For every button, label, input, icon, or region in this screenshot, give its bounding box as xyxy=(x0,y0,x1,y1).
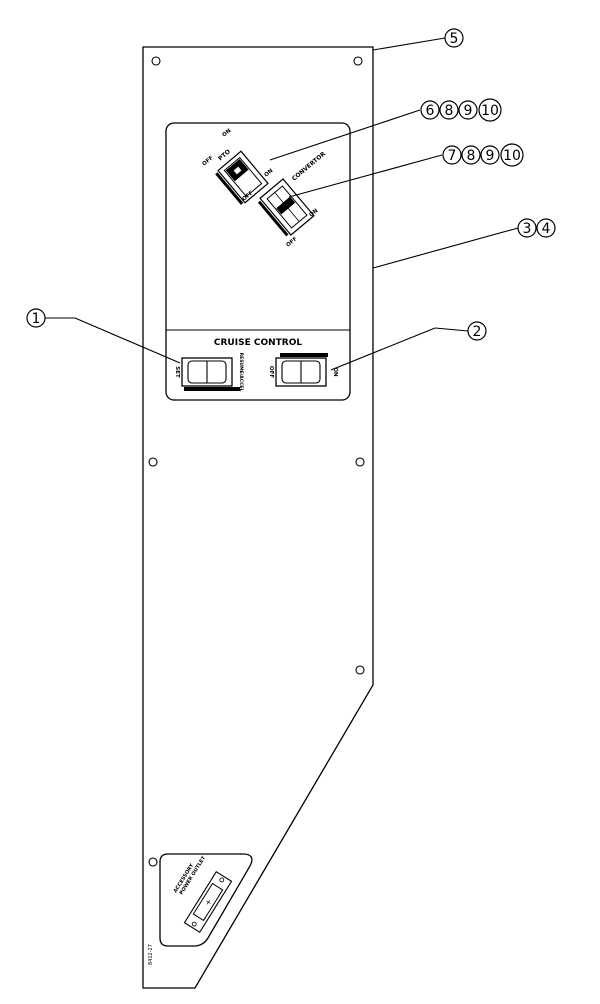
callout-9a-num: 9 xyxy=(464,103,473,119)
mounting-hole xyxy=(355,665,365,675)
convertor-off-label: OFF xyxy=(285,236,298,249)
callout-7-num: 7 xyxy=(448,148,457,164)
convertor-label: CONVERTOR xyxy=(291,150,328,182)
panel-outline xyxy=(142,46,374,989)
callout-6 xyxy=(420,100,440,120)
callout-9b-num: 9 xyxy=(486,148,495,164)
callout-6-num: 6 xyxy=(426,103,435,119)
cruise-onoff-switch xyxy=(275,353,328,387)
switch-bezel xyxy=(165,122,351,401)
callout-4-num: 4 xyxy=(542,221,551,237)
leader-lines xyxy=(45,37,519,371)
pto-on-right-label: ON xyxy=(263,168,274,179)
callout-9a xyxy=(458,100,478,120)
cruise-on-label: ON xyxy=(332,367,338,377)
callout-8b xyxy=(461,145,481,165)
cruise-off-label: OFF xyxy=(268,366,274,378)
callout-numbers: 1 2 3 4 5 6 8 9 10 7 8 9 10 xyxy=(32,31,551,340)
part-number: 8412-27 xyxy=(148,944,154,965)
callout-1 xyxy=(26,308,46,328)
mounting-hole xyxy=(355,457,365,467)
callout-5-num: 5 xyxy=(450,31,459,47)
pto-on-label: ON xyxy=(221,128,232,139)
mounting-hole xyxy=(148,857,158,867)
callout-2-num: 2 xyxy=(473,324,482,340)
cruise-control-title: CRUISE CONTROL xyxy=(214,338,302,348)
convertor-on-label: ON xyxy=(308,208,319,219)
callout-7 xyxy=(442,145,462,165)
callout-10b-num: 10 xyxy=(503,148,521,164)
callout-10a-num: 10 xyxy=(481,103,499,119)
callout-9b xyxy=(480,145,500,165)
power-outlet: + ACCESSORY POWER OUTLET xyxy=(159,853,253,947)
callout-1-num: 1 xyxy=(32,311,41,327)
callouts xyxy=(26,28,556,341)
callout-2 xyxy=(467,321,487,341)
mounting-hole xyxy=(151,56,161,66)
callout-8b-num: 8 xyxy=(467,148,476,164)
callout-4 xyxy=(536,218,556,238)
callout-8a-num: 8 xyxy=(445,103,454,119)
cruise-resume-label: RESUME/ACCEL xyxy=(238,353,244,392)
pto-off-label: OFF xyxy=(201,155,214,168)
cruise-set-switch xyxy=(181,357,240,391)
convertor-switch xyxy=(257,178,315,237)
callout-8a xyxy=(439,100,459,120)
mounting-hole xyxy=(353,56,363,66)
callout-3 xyxy=(517,218,537,238)
mounting-hole xyxy=(148,457,158,467)
outlet-plus: + xyxy=(203,897,214,907)
mounting-holes xyxy=(148,56,365,867)
callout-10b xyxy=(500,143,524,167)
cruise-set-label: SET xyxy=(174,366,180,378)
callout-10a xyxy=(478,98,502,122)
callout-3-num: 3 xyxy=(523,221,532,237)
pto-switch: PTO xyxy=(215,148,269,205)
callout-5 xyxy=(444,28,464,48)
